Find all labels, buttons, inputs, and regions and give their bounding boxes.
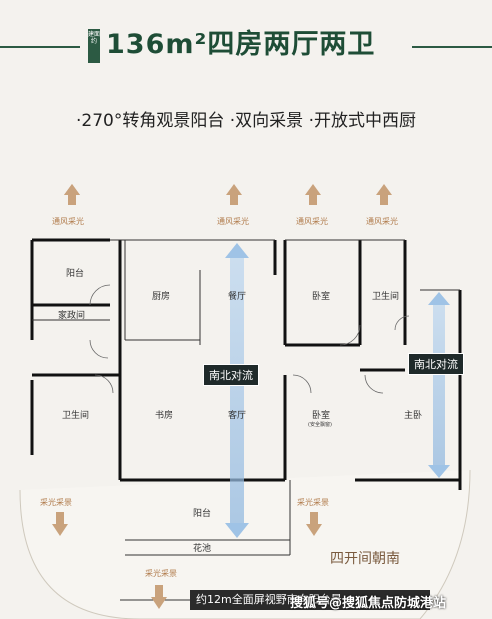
room-dining: 餐厅 xyxy=(228,290,246,302)
airflow-arrow-4 xyxy=(376,184,392,195)
ns-flow-badge-left: 南北对流 xyxy=(203,364,259,386)
airflow-label-3: 通风采光 xyxy=(296,216,328,226)
title-rule-left xyxy=(0,46,80,48)
room-bedroom-mid-note: (安全飘窗) xyxy=(308,421,332,428)
bottom-caption: 约12m全面屏视野南向阳台景 xyxy=(190,590,430,610)
walls xyxy=(30,238,462,490)
airflow-arrow-3 xyxy=(305,184,321,195)
room-bathroom-left: 卫生间 xyxy=(62,409,89,421)
features-line: ·270°转角观景阳台 ·双向采景 ·开放式中西厨 xyxy=(76,111,416,131)
airflow-label-4: 通风采光 xyxy=(366,216,398,226)
room-bedroom-top: 卧室 xyxy=(312,290,330,302)
room-kitchen: 厨房 xyxy=(152,290,170,302)
watermark: 搜狐号@搜狐焦点防城港站 xyxy=(290,596,447,611)
airflow-label-bottom-center: 采光采景 xyxy=(145,568,177,578)
ns-flow-left xyxy=(225,243,249,538)
ns-flow-right xyxy=(428,292,450,478)
room-study: 书房 xyxy=(155,409,173,421)
page-title: 136m²四房两厅两卫 xyxy=(106,29,376,60)
airflow-arrow-2 xyxy=(226,184,242,195)
room-bedroom-mid: 卧室 xyxy=(312,409,330,421)
room-bathroom-right: 卫生间 xyxy=(372,290,399,302)
airflow-label-2: 通风采光 xyxy=(217,216,249,226)
airflow-label-1: 通风采光 xyxy=(52,216,84,226)
airflow-arrows-bottom xyxy=(52,512,322,609)
room-balcony-bottom: 阳台 xyxy=(193,507,211,519)
room-utility: 家政间 xyxy=(58,309,85,321)
door-swings xyxy=(89,284,410,394)
airflow-label-bottom-right: 采光采景 xyxy=(297,497,329,507)
ns-flow-badge-right: 南北对流 xyxy=(408,353,464,375)
title-band: 建面约 136m²四房两厅两卫 xyxy=(0,18,492,76)
thin-walls xyxy=(32,239,460,601)
room-master: 主卧 xyxy=(404,409,422,421)
title-rule-right xyxy=(412,46,492,48)
airflow-label-bottom-left: 采光采景 xyxy=(40,497,72,507)
room-balcony-top: 阳台 xyxy=(66,267,84,279)
south-note: 四开间朝南 xyxy=(330,551,400,567)
title-tag: 建面约 xyxy=(88,29,100,63)
room-garden: 花池 xyxy=(193,542,211,554)
airflow-arrows-top xyxy=(64,184,392,205)
room-living: 客厅 xyxy=(228,409,246,421)
